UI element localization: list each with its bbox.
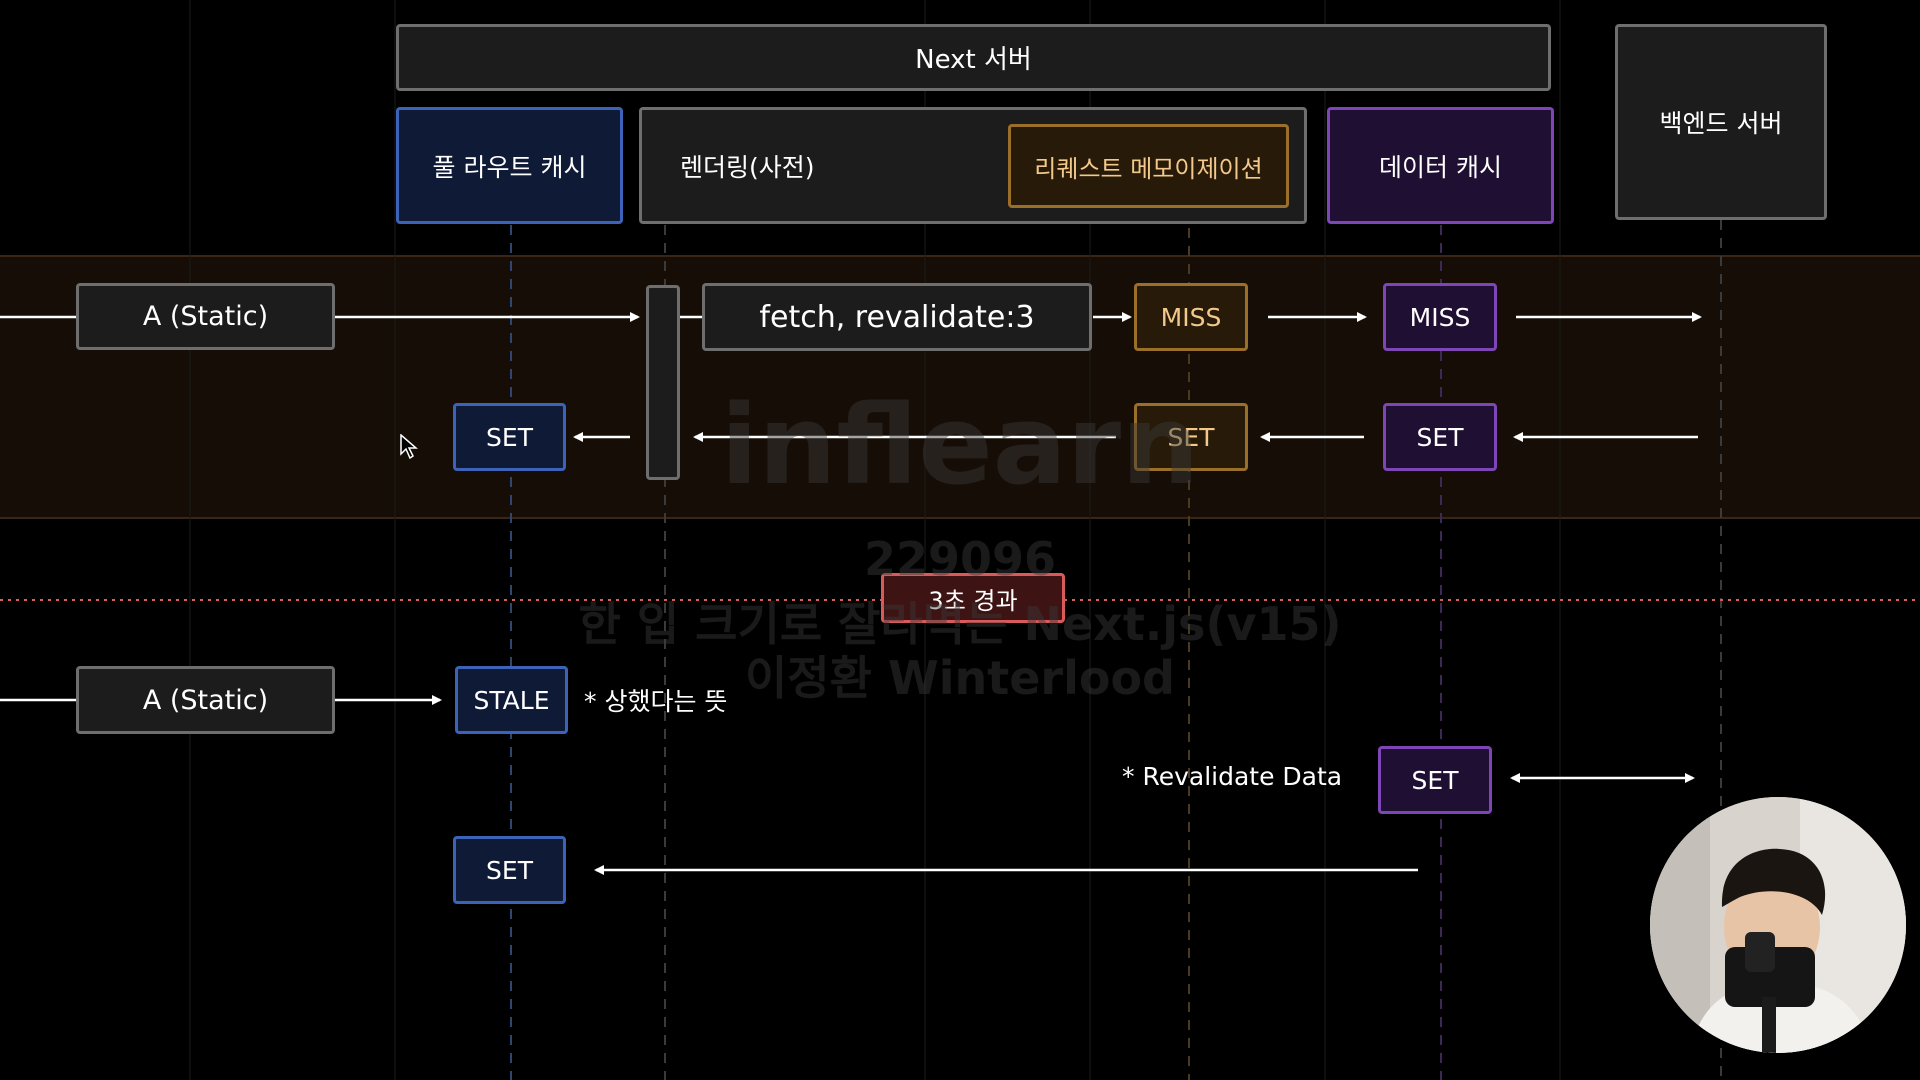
full-route-cache-box: 풀 라우트 캐시 [396,107,623,224]
elapsed-time-label: 3초 경과 [928,586,1018,615]
data-cache-label: 데이터 캐시 [1379,152,1502,182]
request-memo-label: 리퀘스트 메모이제이션 [1034,154,1263,183]
memo-miss-box: MISS [1134,283,1248,351]
route-label: A (Static) [142,301,269,332]
next-server-label: Next 서버 [915,45,1032,75]
data-set-label: SET [1416,422,1464,452]
route-a-static-1: A (Static) [76,283,335,350]
memo-set-label: SET [1167,422,1215,452]
memo-miss-label: MISS [1160,302,1222,332]
revalidate-note: * Revalidate Data [1122,762,1343,791]
mouse-cursor-icon [400,434,418,460]
full-route-cache-label: 풀 라우트 캐시 [432,152,587,182]
backend-server-label: 백엔드 서버 [1659,109,1783,138]
data-cache-box: 데이터 캐시 [1327,107,1554,224]
data-miss-label: MISS [1409,302,1471,332]
fetch-box: fetch, revalidate:3 [702,283,1092,351]
route-set-label: SET [486,422,533,452]
route-cache-set-box-2: SET [453,836,566,904]
fetch-label: fetch, revalidate:3 [759,299,1035,335]
presenter-webcam [1650,797,1906,1053]
watermark-id: 229096 [863,532,1057,586]
revalidate-data-set-box: SET [1378,746,1492,814]
route-set-label-2: SET [486,855,533,885]
backend-server-box: 백엔드 서버 [1615,24,1827,220]
route-label-2: A (Static) [142,684,269,716]
rendering-activation-bar [646,285,680,480]
data-cache-set-box: SET [1383,403,1497,471]
stale-note: * 상했다는 뜻 [584,687,728,716]
data-cache-miss-box: MISS [1383,283,1497,351]
rendering-label: 렌더링(사전) [680,152,815,182]
elapsed-time-tag: 3초 경과 [881,573,1065,623]
inflearn-watermark-logo: inflearn [720,381,1200,509]
request-memo-box: 리퀘스트 메모이제이션 [1008,124,1289,208]
watermark-author: 이정환 Winterlood [744,651,1175,705]
route-a-static-2: A (Static) [76,666,335,734]
stale-box: STALE [455,666,568,734]
presenter-image [1650,797,1906,1053]
route-cache-set-box: SET [453,403,566,471]
revalidate-set-label: SET [1411,765,1459,795]
next-server-header: Next 서버 [396,24,1551,91]
memo-set-box: SET [1134,403,1248,471]
stale-label: STALE [473,685,550,715]
watermark-course: 한 입 크기로 잘라먹는 Next.js(v15) [578,597,1342,651]
